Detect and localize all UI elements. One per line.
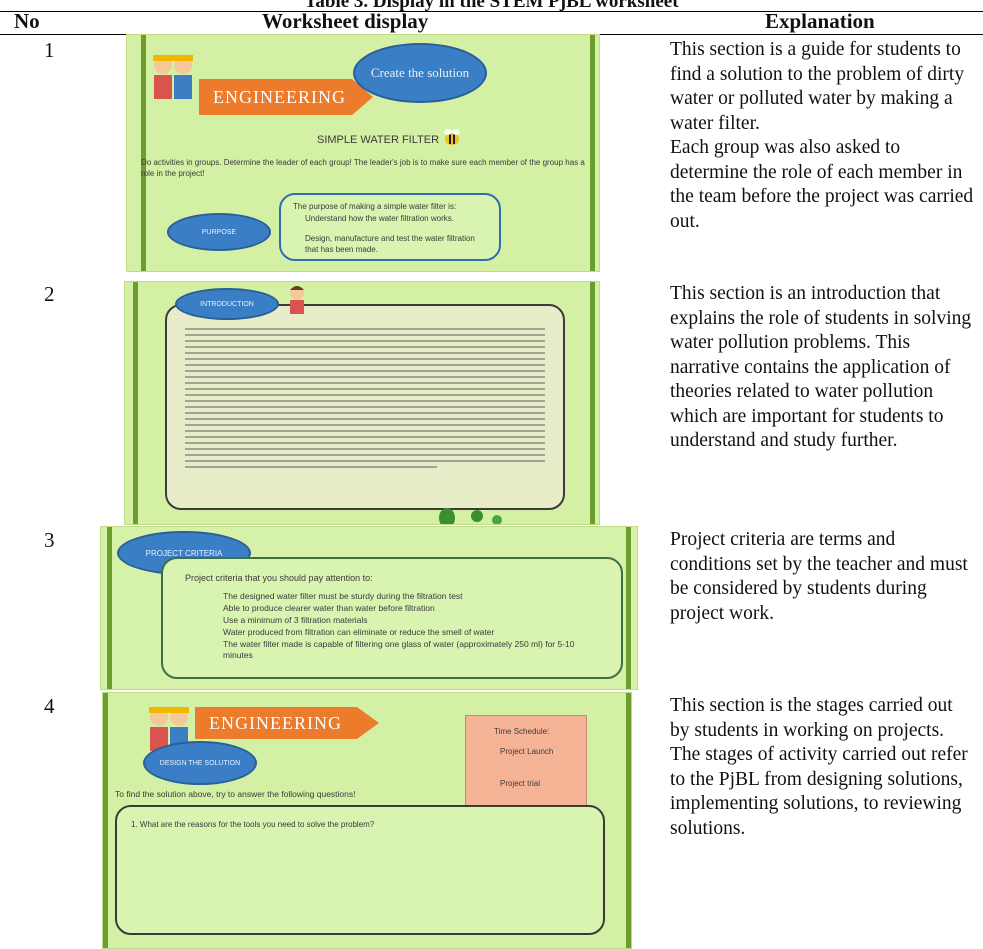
border-bar — [626, 693, 631, 948]
introduction-text-box — [165, 304, 565, 510]
introduction-text — [185, 328, 545, 472]
schedule-project-trial: Project trial — [500, 779, 541, 788]
worksheet-image-2: INTRODUCTION — [124, 281, 600, 525]
criteria-item-1: The designed water filter must be sturdy… — [223, 591, 463, 601]
purpose-item-2: Design, manufacture and test the water f… — [305, 234, 475, 254]
row-no-3: 3 — [44, 528, 55, 552]
time-schedule-card: Time Schedule: Project Launch Project tr… — [465, 715, 587, 809]
border-bar — [590, 282, 595, 524]
purpose-box: The purpose of making a simple water fil… — [279, 193, 501, 261]
header-no: No — [14, 9, 40, 33]
criteria-item-5: The water filter made is capable of filt… — [223, 639, 575, 660]
plant-decoration-icon — [439, 508, 502, 524]
worksheet-image-4: ENGINEERING DESIGN THE SOLUTION Time Sch… — [102, 692, 632, 949]
row-explanation-1: This section is a guide for students to … — [670, 39, 974, 232]
engineering-banner: ENGINEERING — [195, 707, 379, 739]
row-explanation-2: This section is an introduction that exp… — [670, 283, 972, 451]
border-bar — [133, 282, 138, 524]
border-bar — [626, 527, 631, 689]
design-solution-bubble: DESIGN THE SOLUTION — [143, 741, 257, 785]
introduction-bubble: INTRODUCTION — [175, 288, 279, 320]
criteria-item-4: Water produced from filtration can elimi… — [223, 627, 495, 637]
row-explanation-3: Project criteria are terms and condition… — [670, 529, 968, 624]
children-illustration-icon — [153, 55, 193, 99]
row-no-4: 4 — [44, 694, 55, 718]
engineering-banner: ENGINEERING — [199, 79, 373, 115]
border-bar — [107, 527, 112, 689]
simple-water-filter-heading: SIMPLE WATER FILTER — [317, 134, 440, 146]
question-1: 1. What are the reasons for the tools yo… — [131, 820, 375, 829]
criteria-intro: Project criteria that you should pay att… — [185, 573, 373, 583]
create-solution-bubble: Create the solution — [353, 43, 487, 103]
purpose-intro: The purpose of making a simple water fil… — [293, 202, 457, 211]
time-schedule-title: Time Schedule: — [494, 727, 550, 736]
purpose-item-1: Understand how the water filtration work… — [305, 214, 454, 223]
bee-icon — [444, 129, 460, 145]
header-top-rule — [0, 11, 983, 12]
header-worksheet-display: Worksheet display — [262, 9, 429, 33]
questions-instruction: To find the solution above, try to answe… — [115, 789, 356, 799]
criteria-item-3: Use a minimum of 3 filtration materials — [223, 615, 368, 625]
group-instruction: Do activities in groups. Determine the l… — [141, 158, 585, 178]
border-bar — [103, 693, 108, 948]
schedule-project-launch: Project Launch — [500, 747, 554, 756]
border-bar — [141, 35, 146, 271]
question-box: 1. What are the reasons for the tools yo… — [115, 805, 605, 935]
purpose-bubble: PURPOSE — [167, 213, 271, 251]
child-illustration-icon — [290, 286, 304, 314]
header-explanation: Explanation — [765, 9, 875, 33]
border-bar — [590, 35, 595, 271]
criteria-box: Project criteria that you should pay att… — [161, 557, 623, 679]
row-no-2: 2 — [44, 282, 55, 306]
table-caption: Table 3. Display in the STEM PjBL worksh… — [304, 0, 679, 12]
children-illustration-icon — [149, 707, 189, 751]
row-no-1: 1 — [44, 38, 55, 62]
row-explanation-4: This section is the stages carried out b… — [670, 695, 968, 839]
criteria-item-2: Able to produce clearer water than water… — [223, 603, 435, 613]
worksheet-image-1: ENGINEERING Create the solution SIMPLE W… — [126, 34, 600, 272]
worksheet-image-3: PROJECT CRITERIA Project criteria that y… — [100, 526, 638, 690]
